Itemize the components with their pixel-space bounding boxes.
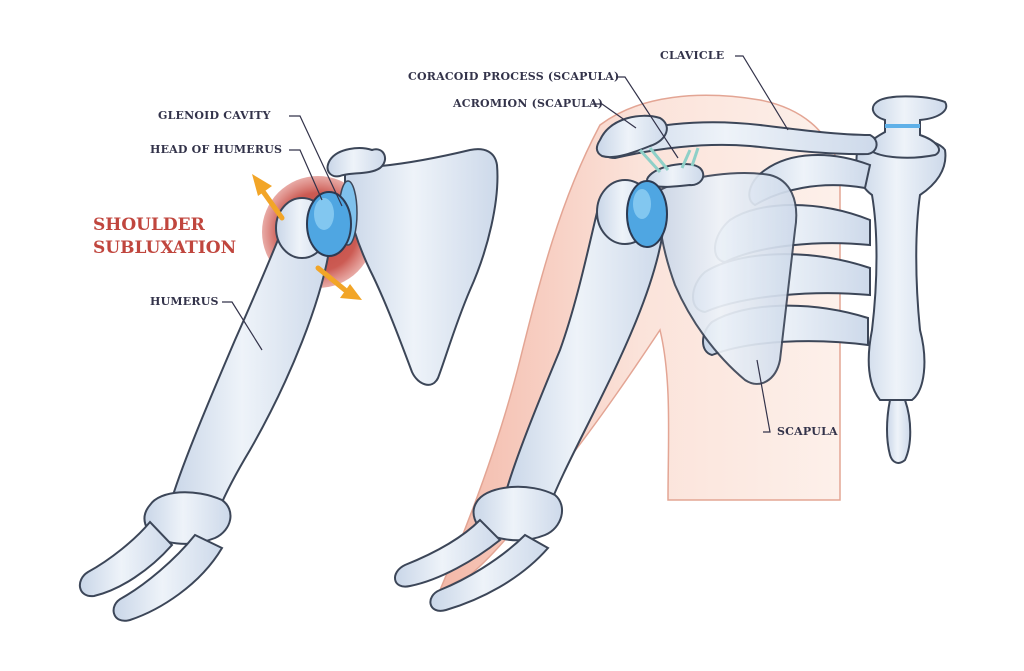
label-clavicle: CLAVICLE [660,49,725,62]
label-acromion: ACROMION (SCAPULA) [453,97,604,110]
label-coracoid-process: CORACOID PROCESS (SCAPULA) [408,70,620,83]
diagram-title: SHOULDER SUBLUXATION [93,214,236,260]
left-acromion [326,147,387,178]
leader-clavicle [735,55,789,131]
left-humerus-shaft [168,214,332,522]
clavicle-bone [601,121,878,160]
arrow-up-icon [252,174,285,221]
right-acromion [595,114,668,158]
ligaments [638,147,700,174]
right-forearm-bone-1 [394,518,502,588]
leader-coracoid [616,76,679,159]
leader-head-humerus [289,149,323,201]
title-line-2: SUBLUXATION [93,238,237,258]
left-forearm-bone-2 [112,533,224,622]
arrow-down-icon [315,265,362,300]
right-scapula [657,172,798,385]
left-head-highlight [314,198,334,230]
leader-scapula [756,359,771,433]
sternum [855,136,947,401]
leader-lines [222,55,789,433]
leader-acromion [592,103,637,129]
title-line-1: SHOULDER [93,215,205,235]
left-elbow [143,491,232,545]
right-head-highlight [633,189,651,219]
label-scapula: SCAPULA [777,425,838,438]
label-glenoid-cavity: GLENOID CAVITY [158,109,271,122]
label-head-of-humerus: HEAD OF HUMERUS [150,143,283,156]
leader-humerus [222,301,263,351]
right-elbow [472,485,564,542]
subluxation-figure [78,147,499,622]
normal-shoulder-figure [394,94,948,612]
leader-glenoid [289,115,343,207]
xiphoid-process [886,399,912,464]
left-scapula [344,148,499,386]
right-forearm-bone-2 [429,533,550,612]
label-humerus: HUMERUS [150,295,219,308]
left-forearm-bone-1 [78,520,174,598]
